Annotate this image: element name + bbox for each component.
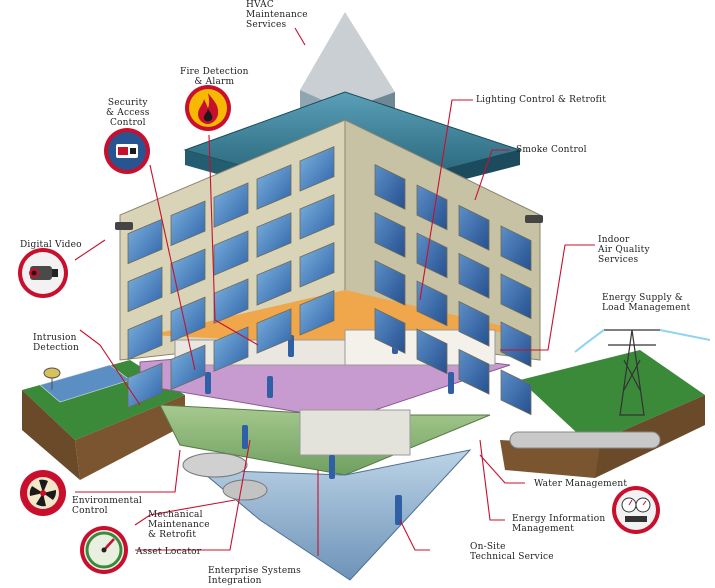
water-pipe	[509, 431, 661, 449]
window	[256, 260, 292, 306]
window	[213, 278, 249, 324]
camera-icon	[115, 215, 543, 230]
fire-icon	[189, 89, 227, 127]
window	[458, 348, 490, 395]
window	[299, 290, 335, 336]
environmental-label: Environmental Control	[72, 496, 142, 516]
meter-icon	[616, 490, 656, 530]
right-windows	[374, 163, 532, 416]
window	[374, 259, 406, 306]
asset-locator-badge	[80, 526, 128, 574]
window	[416, 280, 448, 327]
window	[127, 218, 163, 265]
window	[458, 204, 490, 251]
window	[170, 200, 206, 247]
window	[256, 212, 292, 258]
smoke-control-label: Smoke Control	[516, 145, 587, 155]
digital-video-label: Digital Video	[20, 240, 82, 250]
window	[170, 248, 206, 295]
window	[458, 252, 490, 299]
leader-lines	[74, 27, 595, 556]
asset-locator-label: Asset Locator	[136, 547, 202, 557]
onsite-label: On-Site Technical Service	[470, 542, 554, 562]
window	[500, 369, 532, 416]
window	[299, 194, 335, 240]
right-ground	[500, 350, 705, 478]
mechanical-label: Mechanical Maintenance & Retrofit	[148, 510, 210, 540]
window	[374, 163, 406, 210]
fire-detection-badge	[185, 85, 231, 131]
window	[170, 296, 206, 343]
window	[170, 344, 206, 391]
power-tower-icon	[574, 329, 711, 416]
left-windows	[127, 146, 335, 409]
fan-icon	[24, 474, 62, 512]
window	[127, 314, 163, 361]
window	[500, 321, 532, 368]
card-reader-icon	[108, 132, 146, 170]
window	[127, 362, 163, 409]
iaq-label: Indoor Air Quality Services	[598, 235, 650, 265]
window	[374, 307, 406, 354]
window	[213, 230, 249, 276]
security-label: Security & Access Control	[106, 98, 150, 128]
window	[500, 273, 532, 320]
window	[127, 266, 163, 313]
energy-info-label: Energy Information Management	[512, 514, 606, 534]
window	[213, 326, 249, 372]
window	[374, 211, 406, 258]
fire-detection-label: Fire Detection & Alarm	[180, 67, 249, 87]
energy-information-badge	[612, 486, 660, 534]
lighting-label: Lighting Control & Retrofit	[476, 95, 607, 105]
digital-video-badge	[18, 248, 68, 298]
window	[256, 164, 292, 210]
enterprise-label: Enterprise Systems Integration	[208, 566, 301, 586]
security-badge	[104, 128, 150, 174]
window	[256, 308, 292, 354]
hvac-label: HVAC Maintenance Services	[246, 0, 308, 30]
window	[299, 146, 335, 192]
window	[500, 225, 532, 272]
satellite-dish-icon	[43, 367, 61, 390]
intrusion-label: Intrusion Detection	[33, 333, 80, 353]
energy-supply-label: Energy Supply & Load Management	[602, 293, 691, 313]
gauge-icon	[84, 530, 124, 570]
environmental-control-badge	[20, 470, 66, 516]
camera-icon	[22, 252, 64, 294]
window	[299, 242, 335, 288]
water-management-label: Water Management	[534, 479, 628, 489]
window	[416, 328, 448, 375]
window	[458, 300, 490, 347]
window	[416, 232, 448, 279]
window	[213, 182, 249, 228]
